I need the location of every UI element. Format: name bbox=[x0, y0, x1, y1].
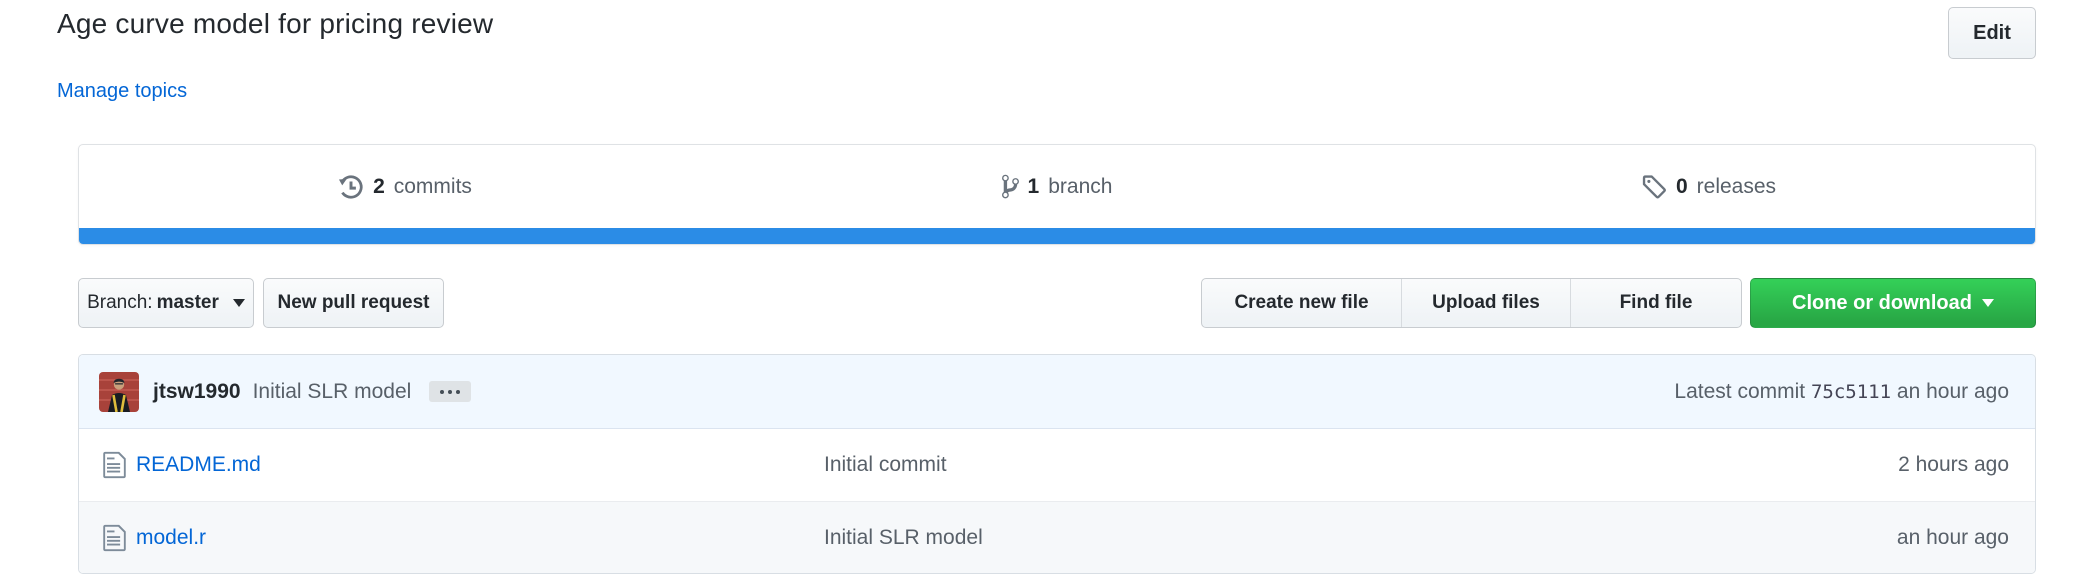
language-bar[interactable] bbox=[79, 228, 2035, 244]
create-new-file-button[interactable]: Create new file bbox=[1234, 292, 1369, 313]
latest-commit-info: Latest commit 75c5111 an hour ago bbox=[1674, 380, 2009, 404]
upload-files-button[interactable]: Upload files bbox=[1401, 279, 1570, 327]
file-icon bbox=[103, 524, 126, 551]
repo-description: Age curve model for pricing review bbox=[57, 8, 494, 39]
branch-prefix-label: Branch: bbox=[87, 292, 153, 313]
branch-selector-button[interactable]: Branch: master bbox=[78, 278, 254, 328]
releases-count: 0 bbox=[1675, 174, 1688, 198]
find-file-button[interactable]: Find file bbox=[1570, 279, 1741, 327]
releases-label: releases bbox=[1696, 174, 1777, 198]
file-name-cell: README.md bbox=[103, 450, 824, 480]
commits-count: 2 bbox=[373, 174, 385, 198]
commit-message-link[interactable]: Initial SLR model bbox=[252, 379, 412, 403]
new-pull-request-button[interactable]: New pull request bbox=[263, 278, 444, 328]
manage-topics-link[interactable]: Manage topics bbox=[57, 80, 188, 102]
branches-stat[interactable]: 1 branch bbox=[731, 173, 1383, 200]
stats-row: 2 commits 1 branch 0 releases bbox=[79, 145, 2035, 228]
file-link[interactable]: README.md bbox=[136, 453, 261, 476]
edit-button[interactable]: Edit bbox=[1948, 7, 2036, 59]
git-branch-icon bbox=[1001, 174, 1019, 199]
commit-author-link[interactable]: jtsw1990 bbox=[153, 379, 241, 403]
avatar[interactable] bbox=[99, 371, 139, 412]
repo-stats-box: 2 commits 1 branch 0 releases bbox=[78, 144, 2036, 245]
file-table: jtsw1990 Initial SLR model Latest commit… bbox=[78, 354, 2036, 574]
commits-label: commits bbox=[393, 174, 472, 198]
branches-count: 1 bbox=[1027, 174, 1040, 198]
table-row: README.md Initial commit 2 hours ago bbox=[79, 429, 2035, 501]
branch-name-label: master bbox=[156, 292, 219, 313]
history-icon bbox=[339, 174, 363, 199]
ellipsis-icon[interactable] bbox=[429, 381, 472, 402]
file-commit-message[interactable]: Initial commit bbox=[824, 453, 947, 476]
commits-stat[interactable]: 2 commits bbox=[79, 174, 731, 200]
file-actions-group: Create new file Upload files Find file bbox=[1201, 278, 1742, 328]
latest-commit-label: Latest commit bbox=[1674, 379, 1806, 403]
clone-or-download-button[interactable]: Clone or download bbox=[1750, 278, 2036, 328]
tag-icon bbox=[1642, 174, 1666, 198]
file-commit-message[interactable]: Initial SLR model bbox=[824, 525, 983, 549]
chevron-down-icon bbox=[1982, 299, 1994, 307]
chevron-down-icon bbox=[232, 299, 245, 307]
latest-commit-time: an hour ago bbox=[1891, 379, 2009, 403]
releases-stat[interactable]: 0 releases bbox=[1383, 174, 2035, 200]
file-link[interactable]: model.r bbox=[136, 525, 207, 549]
file-commit-time: an hour ago bbox=[1896, 525, 2009, 549]
file-name-cell: model.r bbox=[103, 523, 824, 553]
commit-sha-link[interactable]: 75c5111 bbox=[1810, 380, 1892, 403]
file-commit-time: 2 hours ago bbox=[1898, 453, 2009, 476]
latest-commit-header: jtsw1990 Initial SLR model Latest commit… bbox=[79, 355, 2035, 429]
clone-or-download-label: Clone or download bbox=[1792, 291, 1972, 314]
branches-label: branch bbox=[1048, 174, 1113, 198]
table-row: model.r Initial SLR model an hour ago bbox=[79, 501, 2035, 573]
file-icon bbox=[103, 451, 126, 479]
